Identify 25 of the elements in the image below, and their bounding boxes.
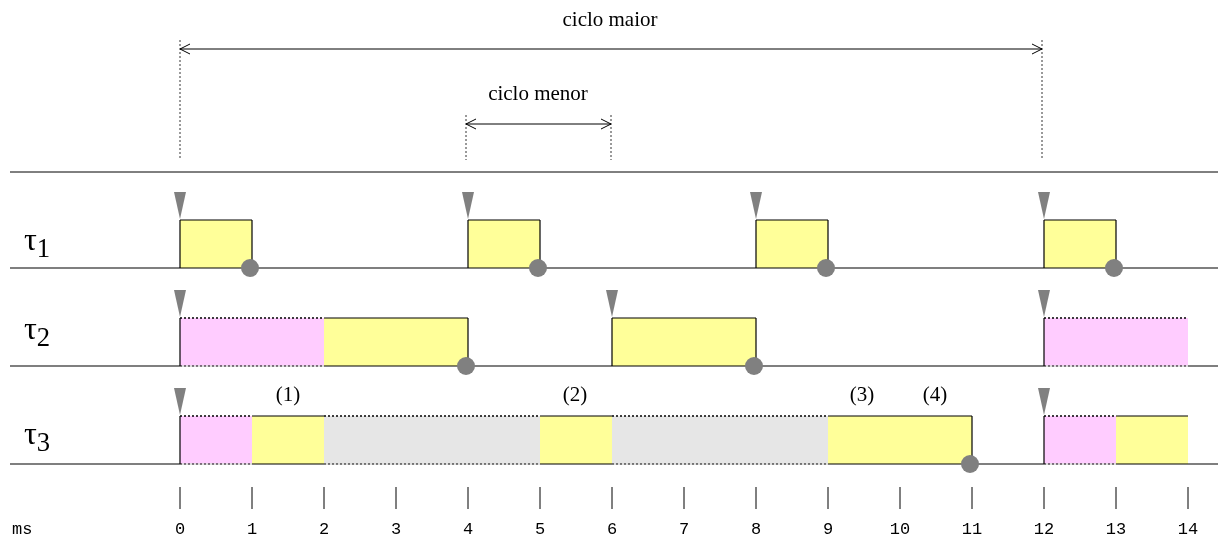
job-number: (3) [849, 383, 875, 407]
tick-label: 14 [1177, 521, 1199, 540]
tick-label: 2 [318, 521, 330, 540]
job-number: (1) [275, 383, 301, 407]
tick-label: 6 [606, 521, 618, 540]
tick-label: 12 [1033, 521, 1055, 540]
job-number: (4) [922, 383, 948, 407]
tick-label: 13 [1105, 521, 1127, 540]
tick-label: 4 [462, 521, 474, 540]
tick-label: 1 [246, 521, 258, 540]
task-label: τ$_{2}$ [24, 311, 51, 353]
task-label: τ$_{1}$ [24, 222, 51, 264]
tick-label: 10 [889, 521, 911, 540]
task-label: τ$_{3}$ [24, 416, 51, 458]
tick-label: 8 [750, 521, 762, 540]
tick-label: 0 [174, 521, 186, 540]
dimension-label: ciclo maior [562, 8, 658, 32]
tick-label: 3 [390, 521, 402, 540]
tick-label: 5 [534, 521, 546, 540]
axis-unit-label: ms [12, 521, 33, 540]
job-number: (2) [562, 383, 588, 407]
tick-label: 11 [961, 521, 983, 540]
tick-label: 9 [822, 521, 834, 540]
dimension-label: ciclo menor [488, 82, 588, 106]
tick-label: 7 [678, 521, 690, 540]
